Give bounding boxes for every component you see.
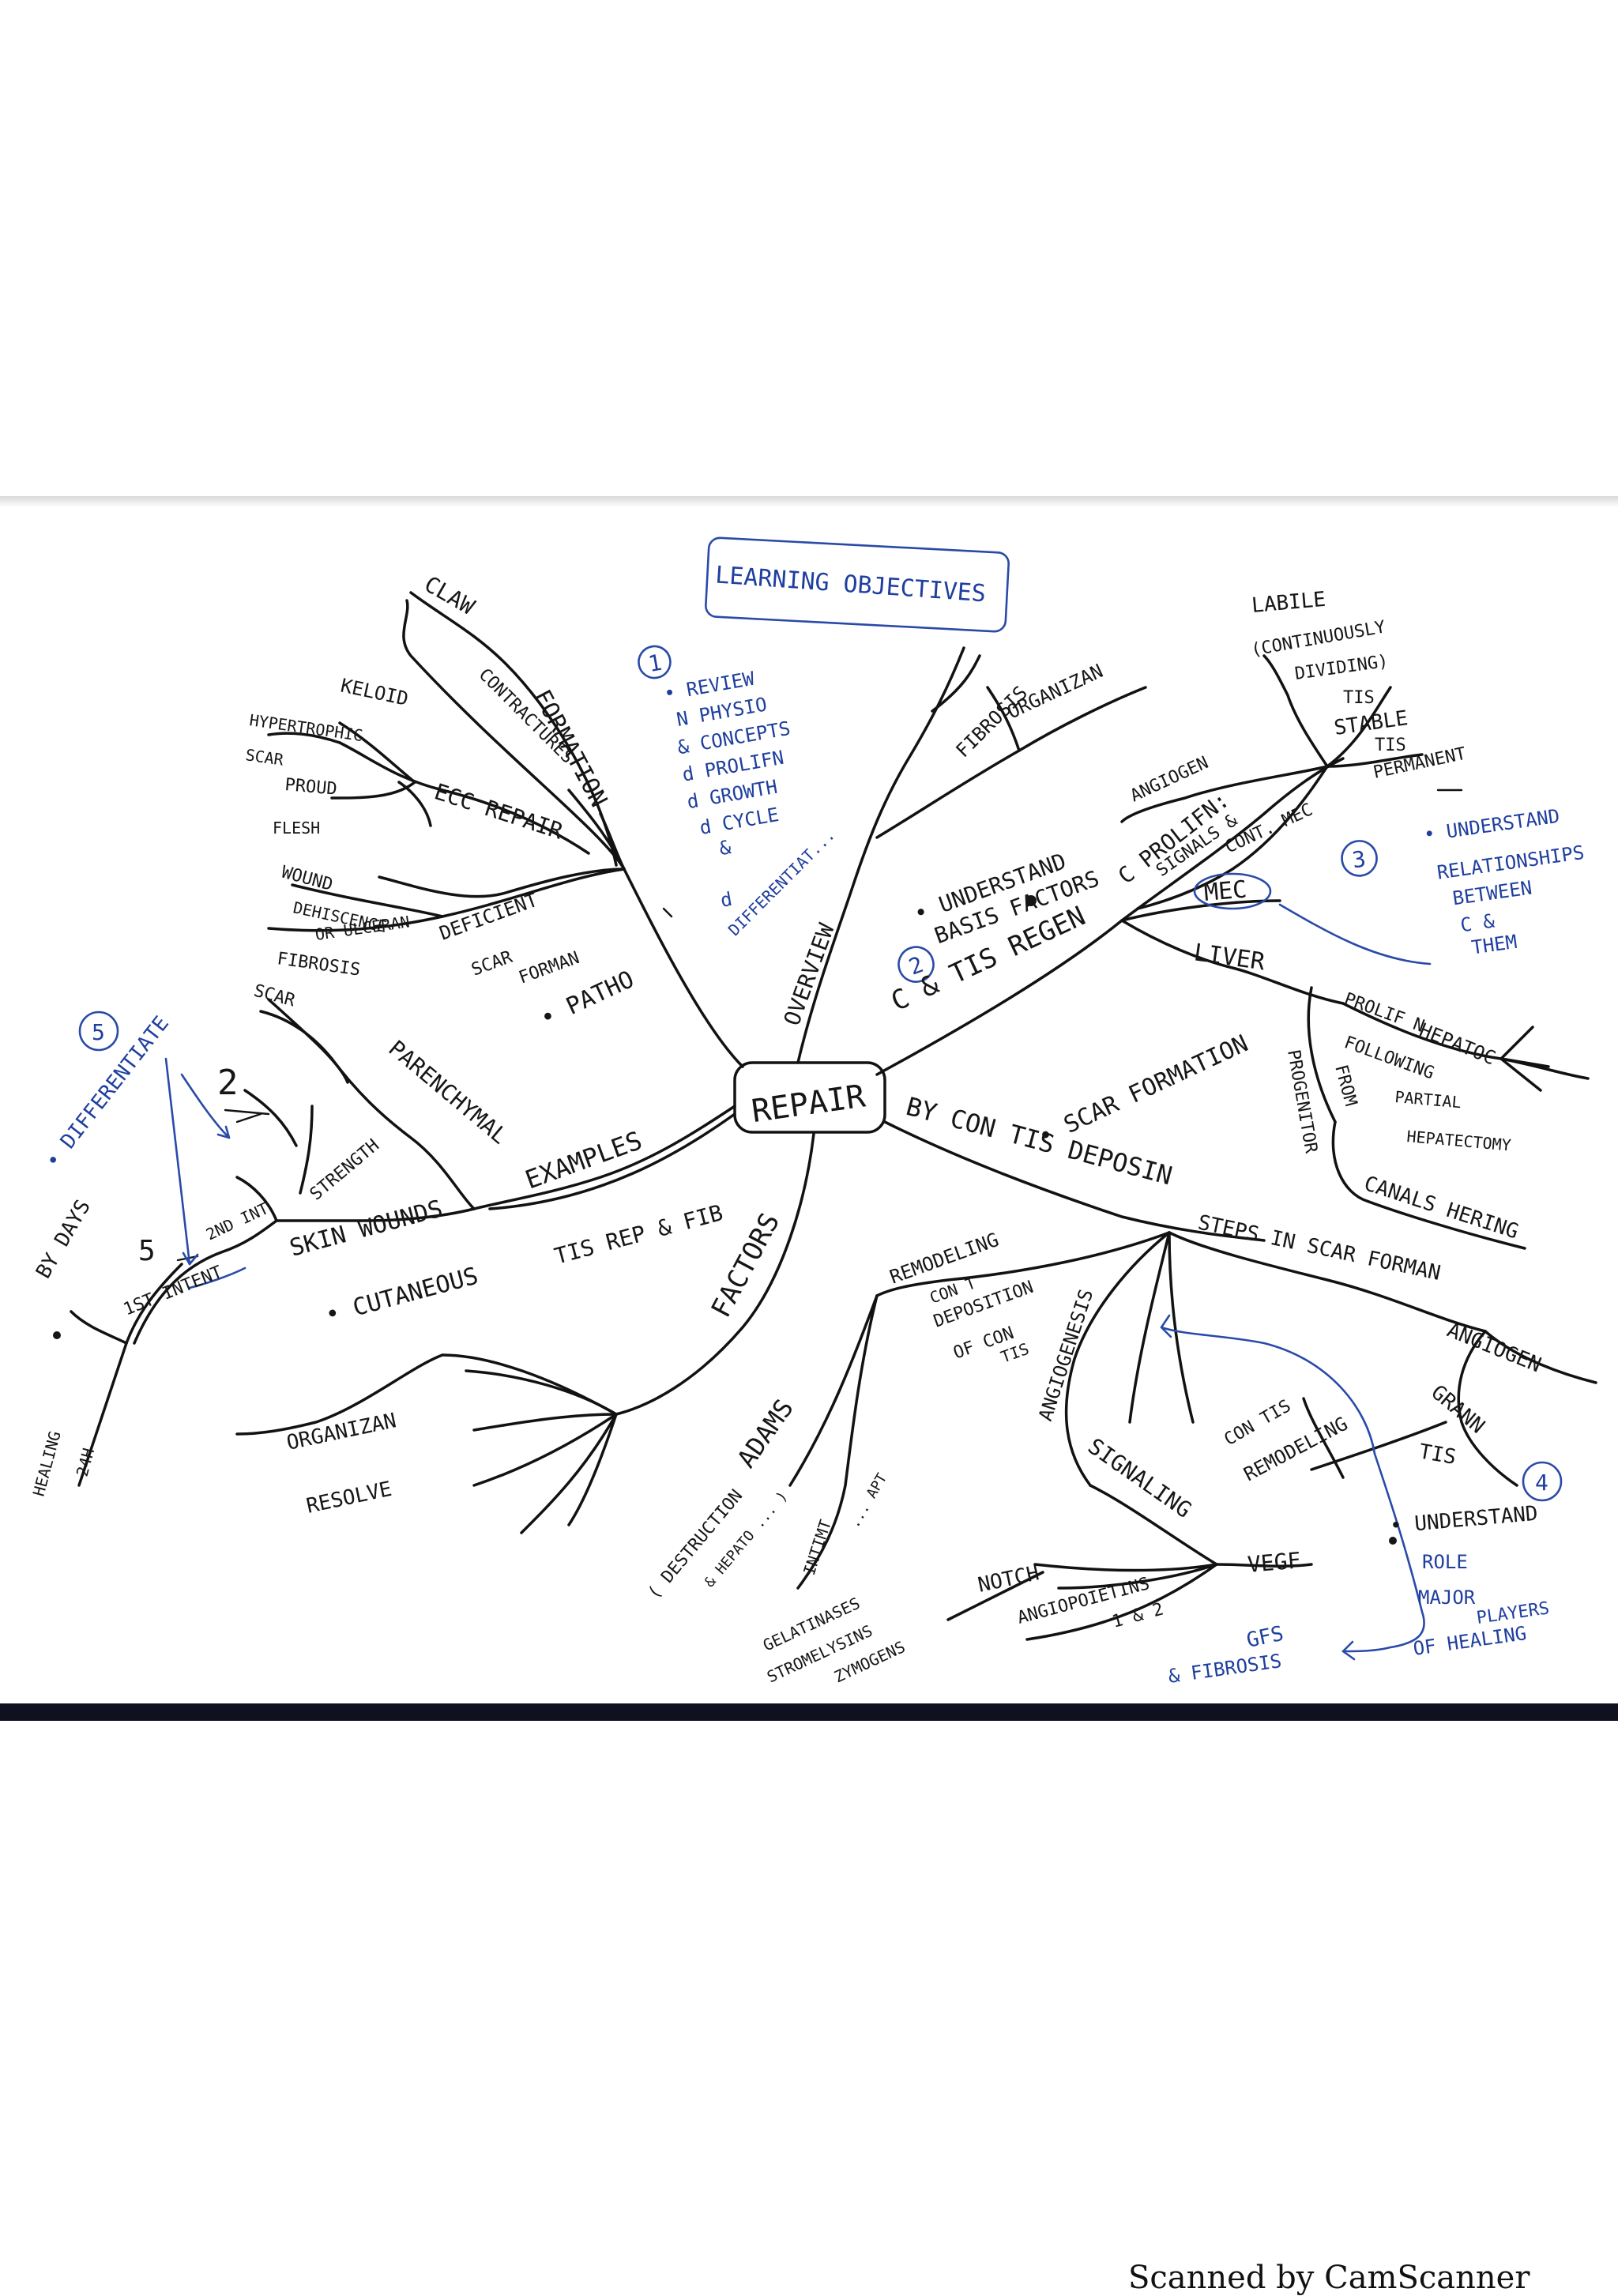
node-claw: CLAW — [420, 570, 480, 619]
learning-objectives-box — [705, 536, 1010, 633]
objective-4: 4 • UNDERSTAND ROLE MAJOR PLAYERS OF HEA… — [1389, 1461, 1563, 1660]
node-hypertrophic: HYPERTROPHIC — [248, 710, 363, 745]
objective-5-number: 5 — [92, 1019, 105, 1045]
objective-3-line: C & — [1459, 909, 1496, 936]
node-fibrosis-left: FIBROSIS — [276, 949, 361, 981]
node-skin-wounds: SKIN WOUNDS — [287, 1195, 446, 1262]
objective-4-line: MAJOR — [1418, 1586, 1476, 1609]
paper-sheet — [0, 498, 1618, 1714]
branch-scar-formation: • SCAR FORMATION — [1034, 1029, 1253, 1151]
objective-4-circle — [1522, 1461, 1563, 1502]
objective-3-line: RELATIONSHIPS — [1436, 841, 1586, 884]
node-number-2: 2 — [217, 1063, 239, 1103]
node-healing: HEALING — [29, 1429, 65, 1499]
node-angiogen-top: ANGIOGEN — [1127, 753, 1212, 806]
node-keloid: KELOID — [339, 674, 411, 710]
objective-1: 1 • REVIEW N PHYSIO & CONCEPTS d PROLIFN… — [638, 645, 839, 939]
node-deficient-scar: SCAR — [469, 947, 516, 981]
objective-4-line: • UNDERSTAND — [1389, 1502, 1539, 1538]
branch-lines — [70, 591, 1597, 1661]
node-adams: ADAMS — [731, 1394, 799, 1474]
objective-3-number: 3 — [1351, 845, 1368, 873]
objective-1-line: & — [717, 836, 733, 860]
objective-2-circle — [897, 946, 935, 983]
learning-objectives-title: LEARNING OBJECTIVES — [714, 561, 987, 608]
gfs-label: GFS — [1244, 1622, 1285, 1653]
node-24h: 24H — [73, 1446, 99, 1478]
node-hypertrophic-scar: SCAR — [244, 745, 285, 770]
sheet-top-edge — [0, 496, 1618, 507]
node-hepatectomy: HEPATECTOMY — [1406, 1127, 1512, 1154]
node-con-tis: CON TIS — [1221, 1396, 1295, 1450]
bullet-dot — [53, 1331, 61, 1339]
node-steps-scar: STEPS IN SCAR FORMAN — [1196, 1211, 1443, 1285]
node-intimt-2: ... APT — [846, 1470, 890, 1530]
objective-3: 3 • UNDERSTAND RELATIONSHIPS BETWEEN C &… — [1341, 805, 1586, 959]
node-destruction-2: & HEPATO ... ) — [702, 1488, 792, 1590]
center-label: REPAIR — [750, 1078, 868, 1130]
node-angiogen-right: ANGIOGEN — [1443, 1319, 1544, 1378]
branch-examples: EXAMPLES — [521, 1125, 646, 1195]
objective-4-number: 4 — [1535, 1470, 1548, 1496]
mec-oval — [1193, 872, 1272, 910]
node-labile: LABILE — [1251, 588, 1326, 618]
objective-1-line: d — [719, 888, 734, 912]
node-strength: STRENGTH — [307, 1135, 383, 1204]
node-partial: PARTIAL — [1394, 1087, 1462, 1112]
node-vegf: VEGF — [1247, 1547, 1302, 1578]
node-second-intent: 2ND INT — [203, 1199, 272, 1244]
node-deficient-forman: FORMAN — [517, 948, 582, 988]
fibrosis-blue-label: & FIBROSIS — [1167, 1650, 1283, 1688]
objective-1-circle — [638, 645, 672, 679]
branch-overview: OVERVIEW — [779, 920, 840, 1029]
bullet-dot — [1389, 1537, 1397, 1545]
node-dividing: DIVIDING) — [1293, 652, 1390, 684]
node-intimt: INTIMT — [800, 1517, 835, 1577]
node-notch: NOTCH — [976, 1561, 1041, 1598]
node-by-days: BY DAYS — [32, 1196, 96, 1283]
center-box — [733, 1061, 886, 1134]
node-flesh: FLESH — [273, 819, 320, 837]
objective-5: 5 • DIFFERENTIATE — [41, 1011, 174, 1173]
objective-1-number: 1 — [646, 649, 664, 677]
node-from: FROM — [1330, 1063, 1360, 1108]
node-cutaneous: • CUTANEOUS — [322, 1262, 481, 1329]
scanner-watermark: Scanned by CamScanner — [1128, 2260, 1530, 2296]
objective-3-line: • UNDERSTAND — [1422, 805, 1561, 846]
objective-4-line: OF HEALING — [1412, 1622, 1528, 1660]
node-resolve: RESOLVE — [304, 1477, 393, 1519]
node-wound: WOUND — [279, 863, 334, 895]
node-prolif-hepatoc: PROLIF N — [1341, 989, 1427, 1037]
node-signaling: SIGNALING — [1083, 1433, 1196, 1523]
objective-3-circle — [1341, 840, 1378, 877]
sheet-bottom-edge — [0, 1703, 1618, 1721]
objective-3-line: BETWEEN — [1451, 876, 1533, 909]
node-granulation-tis: TIS — [1417, 1440, 1458, 1470]
node-proud: PROUD — [284, 775, 337, 800]
node-first-intent: 1ST INTENT — [121, 1263, 225, 1320]
node-labile-tis: TIS — [1343, 688, 1375, 708]
objective-5-text: • DIFFERENTIATE — [41, 1012, 174, 1173]
node-stable-tis: TIS — [1375, 736, 1406, 755]
branch-tis-rep-fib: TIS REP & FIB — [551, 1199, 725, 1270]
objective-3-line: THEM — [1470, 931, 1518, 959]
node-number-5: 5 — [138, 1235, 156, 1267]
node-liver: LIVER — [1192, 939, 1267, 976]
objective-5-circle — [78, 1011, 119, 1052]
node-organization-left: ORGANIZAN — [284, 1409, 398, 1455]
labels: REPAIR LEARNING OBJECTIVES 1 • REVIEW N … — [29, 536, 1586, 1688]
objective-4-line: ROLE — [1422, 1551, 1468, 1573]
node-angiopoietins-12: 1 & 2 — [1110, 1600, 1165, 1632]
node-mec: MEC — [1203, 875, 1248, 907]
bullet-dot — [1025, 895, 1037, 906]
